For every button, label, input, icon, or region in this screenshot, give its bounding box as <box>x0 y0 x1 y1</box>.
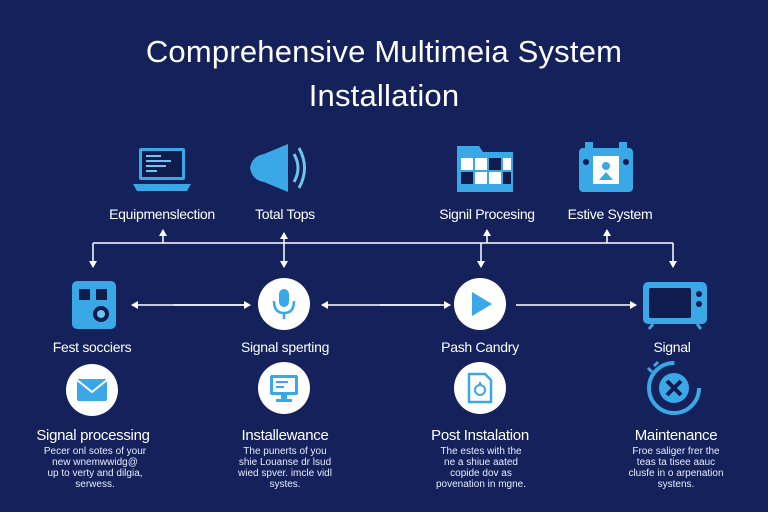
label-mid-1: Fest socciers <box>52 339 132 355</box>
label-mid-3: Pash Candry <box>441 339 519 355</box>
title-line-2: Installation <box>308 78 460 113</box>
label-top-1: Equipmenslection <box>109 206 215 222</box>
document-icon <box>454 362 506 414</box>
play-icon <box>454 278 506 330</box>
label-bottom-2: Installewance <box>241 427 329 444</box>
label-mid-2: Signal sperting <box>240 339 330 355</box>
title-line-1: Comprehensive Multimeia System <box>145 34 623 69</box>
desc-bottom-3: The estes with the ne a shiue aated copi… <box>435 446 527 490</box>
envelope-icon <box>66 364 118 416</box>
folder-grid-icon <box>453 138 519 201</box>
label-bottom-1: Signal processing <box>36 427 150 444</box>
monitor-icon <box>258 362 310 414</box>
speaker-icon <box>244 138 308 205</box>
control-panel-icon <box>575 140 637 201</box>
label-bottom-3: Post Instalation <box>431 427 529 444</box>
label-mid-4: Signal <box>653 339 691 355</box>
label-top-3: Signil Procesing <box>439 206 535 222</box>
desc-bottom-4: Froe saliger frer the teas ta tisee aauc… <box>628 446 724 490</box>
desc-bottom-2: The punerts of you shie Louanse dr lsud … <box>238 446 332 490</box>
label-top-4: Estive System <box>567 206 653 222</box>
microphone-icon <box>258 278 310 330</box>
label-bottom-4: Maintenance <box>634 427 718 444</box>
laptop-icon <box>131 146 193 199</box>
page-title: Comprehensive Multimeia System Installat… <box>0 30 768 118</box>
desc-bottom-1: Pecer onl sotes of your new wnemwwidg@ u… <box>43 446 147 490</box>
label-top-2: Total Tops <box>255 206 315 222</box>
gauge-icon <box>646 360 702 421</box>
camera-icon <box>72 281 116 334</box>
tv-icon <box>641 280 709 335</box>
